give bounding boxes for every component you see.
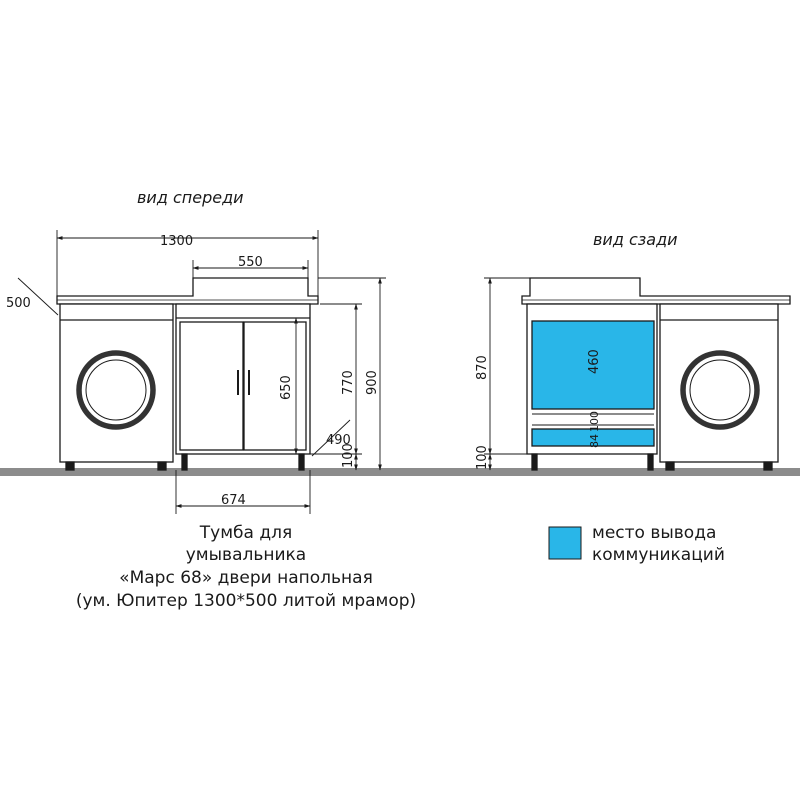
- communication-zone-lower: [531, 428, 655, 447]
- dim-rear-total-height: 870: [475, 355, 490, 380]
- legend-swatch: [548, 526, 582, 560]
- dim-legs-height: 100: [341, 443, 356, 468]
- rear-view: [521, 277, 791, 471]
- dim-cabinet-depth: 490: [326, 433, 351, 448]
- dim-depth: 500: [6, 296, 31, 311]
- front-dimension-lines: [17, 230, 386, 514]
- floor-line: [0, 468, 800, 476]
- rear-washing-machine: [659, 303, 779, 463]
- front-view-title: вид спереди: [137, 188, 244, 207]
- caption-line-4: (ум. Юпитер 1300*500 литой мрамор): [76, 591, 416, 611]
- dim-height-770: 770: [341, 370, 356, 395]
- dim-rear-zone-height: 460: [587, 349, 602, 374]
- dim-rear-legs-height: 100: [475, 445, 490, 470]
- rear-view-title: вид сзади: [593, 230, 678, 249]
- caption-line-3: «Марс 68» двери напольная: [119, 568, 373, 588]
- legend-line-1: место вывода: [592, 523, 716, 543]
- dim-total-width: 1300: [160, 234, 193, 249]
- dim-basin-width: 550: [238, 255, 263, 270]
- front-view: [56, 277, 319, 471]
- caption-line-1: Тумба для: [199, 523, 292, 543]
- communication-zone-upper: [531, 320, 655, 410]
- dim-height-900: 900: [365, 370, 380, 395]
- dim-cabinet-height: 650: [279, 375, 294, 400]
- caption-line-2: умывальника: [186, 545, 306, 565]
- cabinet-door-left: [179, 321, 244, 451]
- dim-rear-lower-zone: 84: [588, 434, 601, 448]
- rear-dimension-lines: [484, 277, 530, 471]
- dim-rear-lower-gap: 100: [588, 411, 601, 432]
- legend-line-2: коммуникаций: [592, 545, 725, 565]
- dim-cabinet-width: 674: [221, 493, 246, 508]
- cabinet-door-right: [243, 321, 307, 451]
